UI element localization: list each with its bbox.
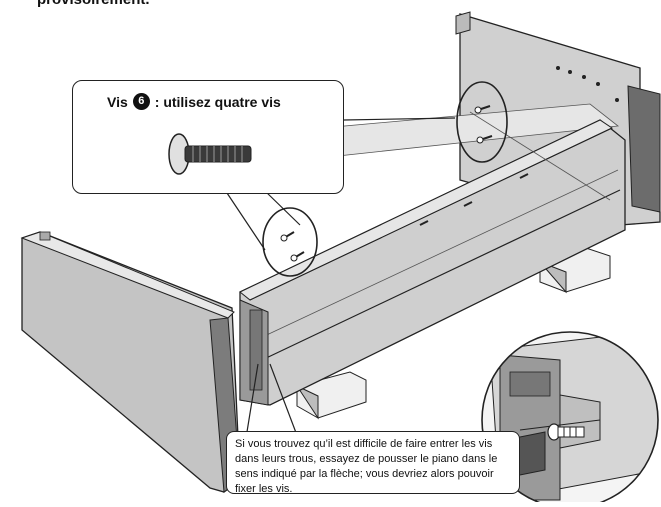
inset-detail (481, 331, 659, 507)
left-side-panel (20, 231, 241, 493)
screw-callout: Vis 6 : utilisez quatre vis (72, 80, 344, 194)
screw-icon (547, 423, 585, 441)
part-number-badge: 6 (132, 93, 150, 110)
screw-icon (280, 231, 305, 262)
page-heading: provisoirement. (37, 0, 150, 8)
callout-label-prefix: Vis (107, 93, 128, 110)
leader-lines (224, 111, 611, 439)
instruction-note: Si vous trouvez qu’il est difficile de f… (226, 431, 520, 495)
callout-label-suffix: : utilisez quatre vis (154, 93, 281, 110)
screw-icon (474, 105, 493, 144)
screw-detail-circle-right (456, 81, 508, 163)
callout-title: Vis 6 : utilisez quatre vis (107, 93, 281, 110)
screw-icon (168, 133, 252, 175)
screw-detail-circle-left (262, 207, 318, 277)
piano-body (239, 119, 626, 406)
